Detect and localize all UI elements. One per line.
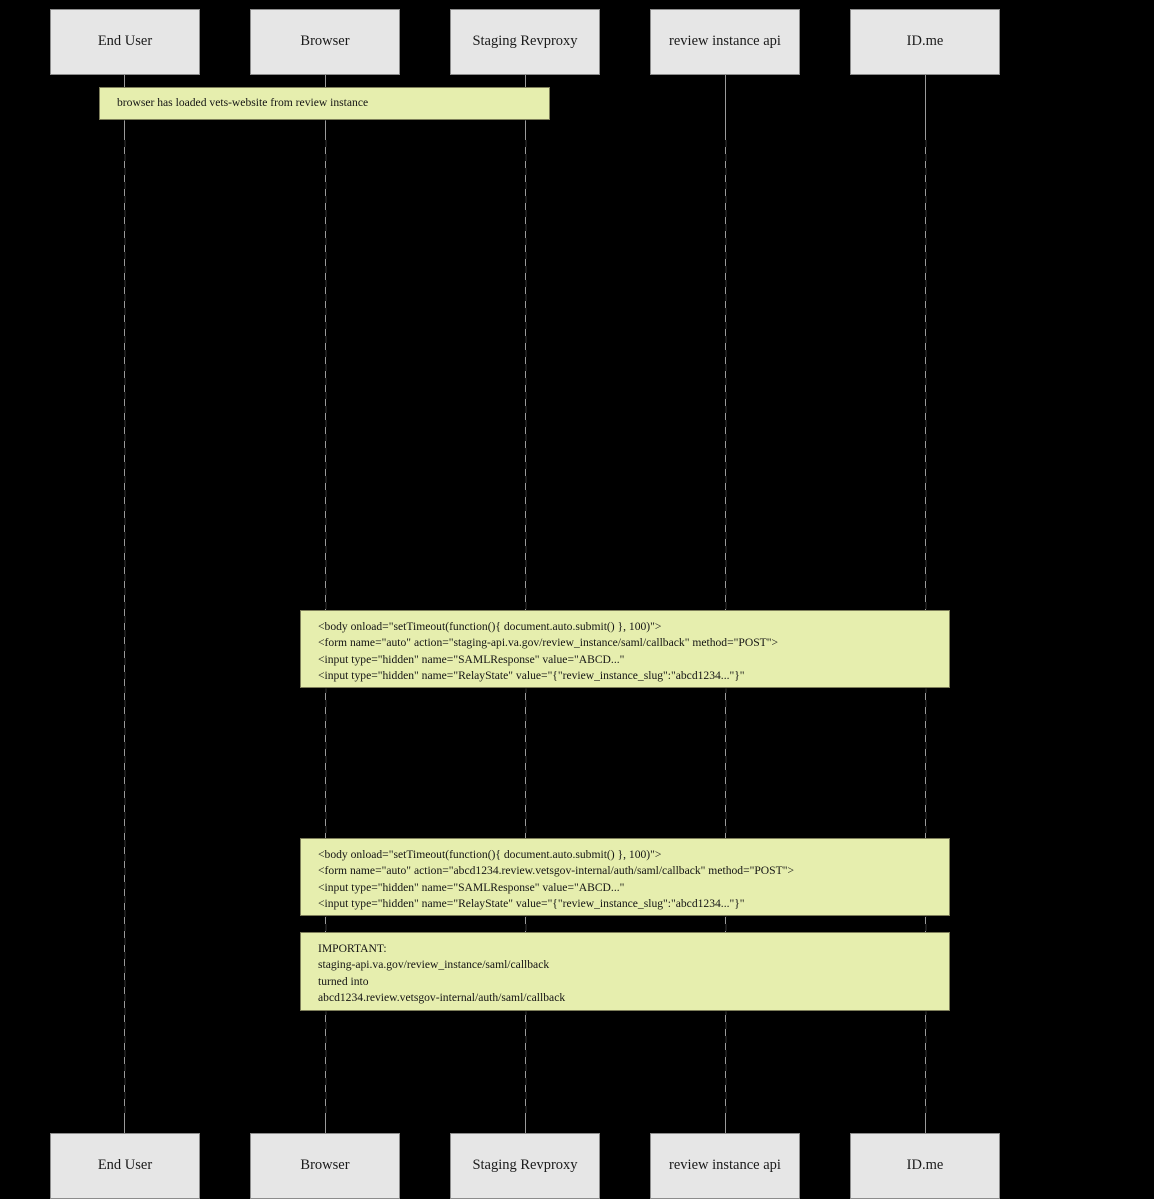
participant-bottom-end-user[interactable]: End User: [50, 1133, 200, 1199]
note-line: <input type="hidden" name="SAMLResponse"…: [318, 880, 625, 894]
note-line: <form name="auto" action="staging-api.va…: [318, 636, 778, 650]
participant-label: review instance api: [669, 33, 781, 50]
participant-bottom-staging-revproxy[interactable]: Staging Revproxy: [450, 1133, 600, 1199]
participant-label: Browser: [300, 1157, 350, 1174]
participant-top-browser[interactable]: Browser: [250, 9, 400, 75]
participant-label: Staging Revproxy: [472, 33, 578, 50]
participant-bottom-id-me[interactable]: ID.me: [850, 1133, 1000, 1199]
note-line: staging-api.va.gov/review_instance/saml/…: [318, 958, 550, 972]
participant-label: End User: [97, 33, 153, 50]
participant-label: Browser: [300, 33, 350, 50]
note-line: abcd1234.review.vetsgov-internal/auth/sa…: [318, 991, 566, 1005]
participant-label: ID.me: [906, 1157, 944, 1174]
note-autosubmit-review-instance: <body onload="setTimeout(function(){ doc…: [300, 838, 950, 916]
note-line: <input type="hidden" name="RelayState" v…: [318, 669, 745, 683]
participant-label: Staging Revproxy: [472, 1157, 578, 1174]
participant-top-staging-revproxy[interactable]: Staging Revproxy: [450, 9, 600, 75]
participant-bottom-review-instance-api[interactable]: review instance api: [650, 1133, 800, 1199]
participant-label: ID.me: [906, 33, 944, 50]
note-line: <form name="auto" action="abcd1234.revie…: [318, 864, 794, 878]
note-line: <input type="hidden" name="RelayState" v…: [318, 897, 745, 911]
participant-top-id-me[interactable]: ID.me: [850, 9, 1000, 75]
participant-label: End User: [97, 1157, 153, 1174]
note-line: <body onload="setTimeout(function(){ doc…: [318, 848, 662, 861]
note-line: <input type="hidden" name="SAMLResponse"…: [318, 652, 625, 666]
note-line: turned into: [318, 974, 369, 988]
note-important-rewrite: IMPORTANT: staging-api.va.gov/review_inst…: [300, 932, 950, 1011]
participant-label: review instance api: [669, 1157, 781, 1174]
participant-top-review-instance-api[interactable]: review instance api: [650, 9, 800, 75]
participant-bottom-browser[interactable]: Browser: [250, 1133, 400, 1199]
note-browser-loaded: browser has loaded vets-website from rev…: [99, 87, 550, 120]
note-line: IMPORTANT:: [318, 942, 387, 955]
participant-top-end-user[interactable]: End User: [50, 9, 200, 75]
note-line: <body onload="setTimeout(function(){ doc…: [318, 620, 662, 633]
note-line: browser has loaded vets-website from rev…: [117, 96, 369, 110]
lifeline-dash-end-user: [124, 140, 126, 1118]
note-autosubmit-staging-api: <body onload="setTimeout(function(){ doc…: [300, 610, 950, 688]
